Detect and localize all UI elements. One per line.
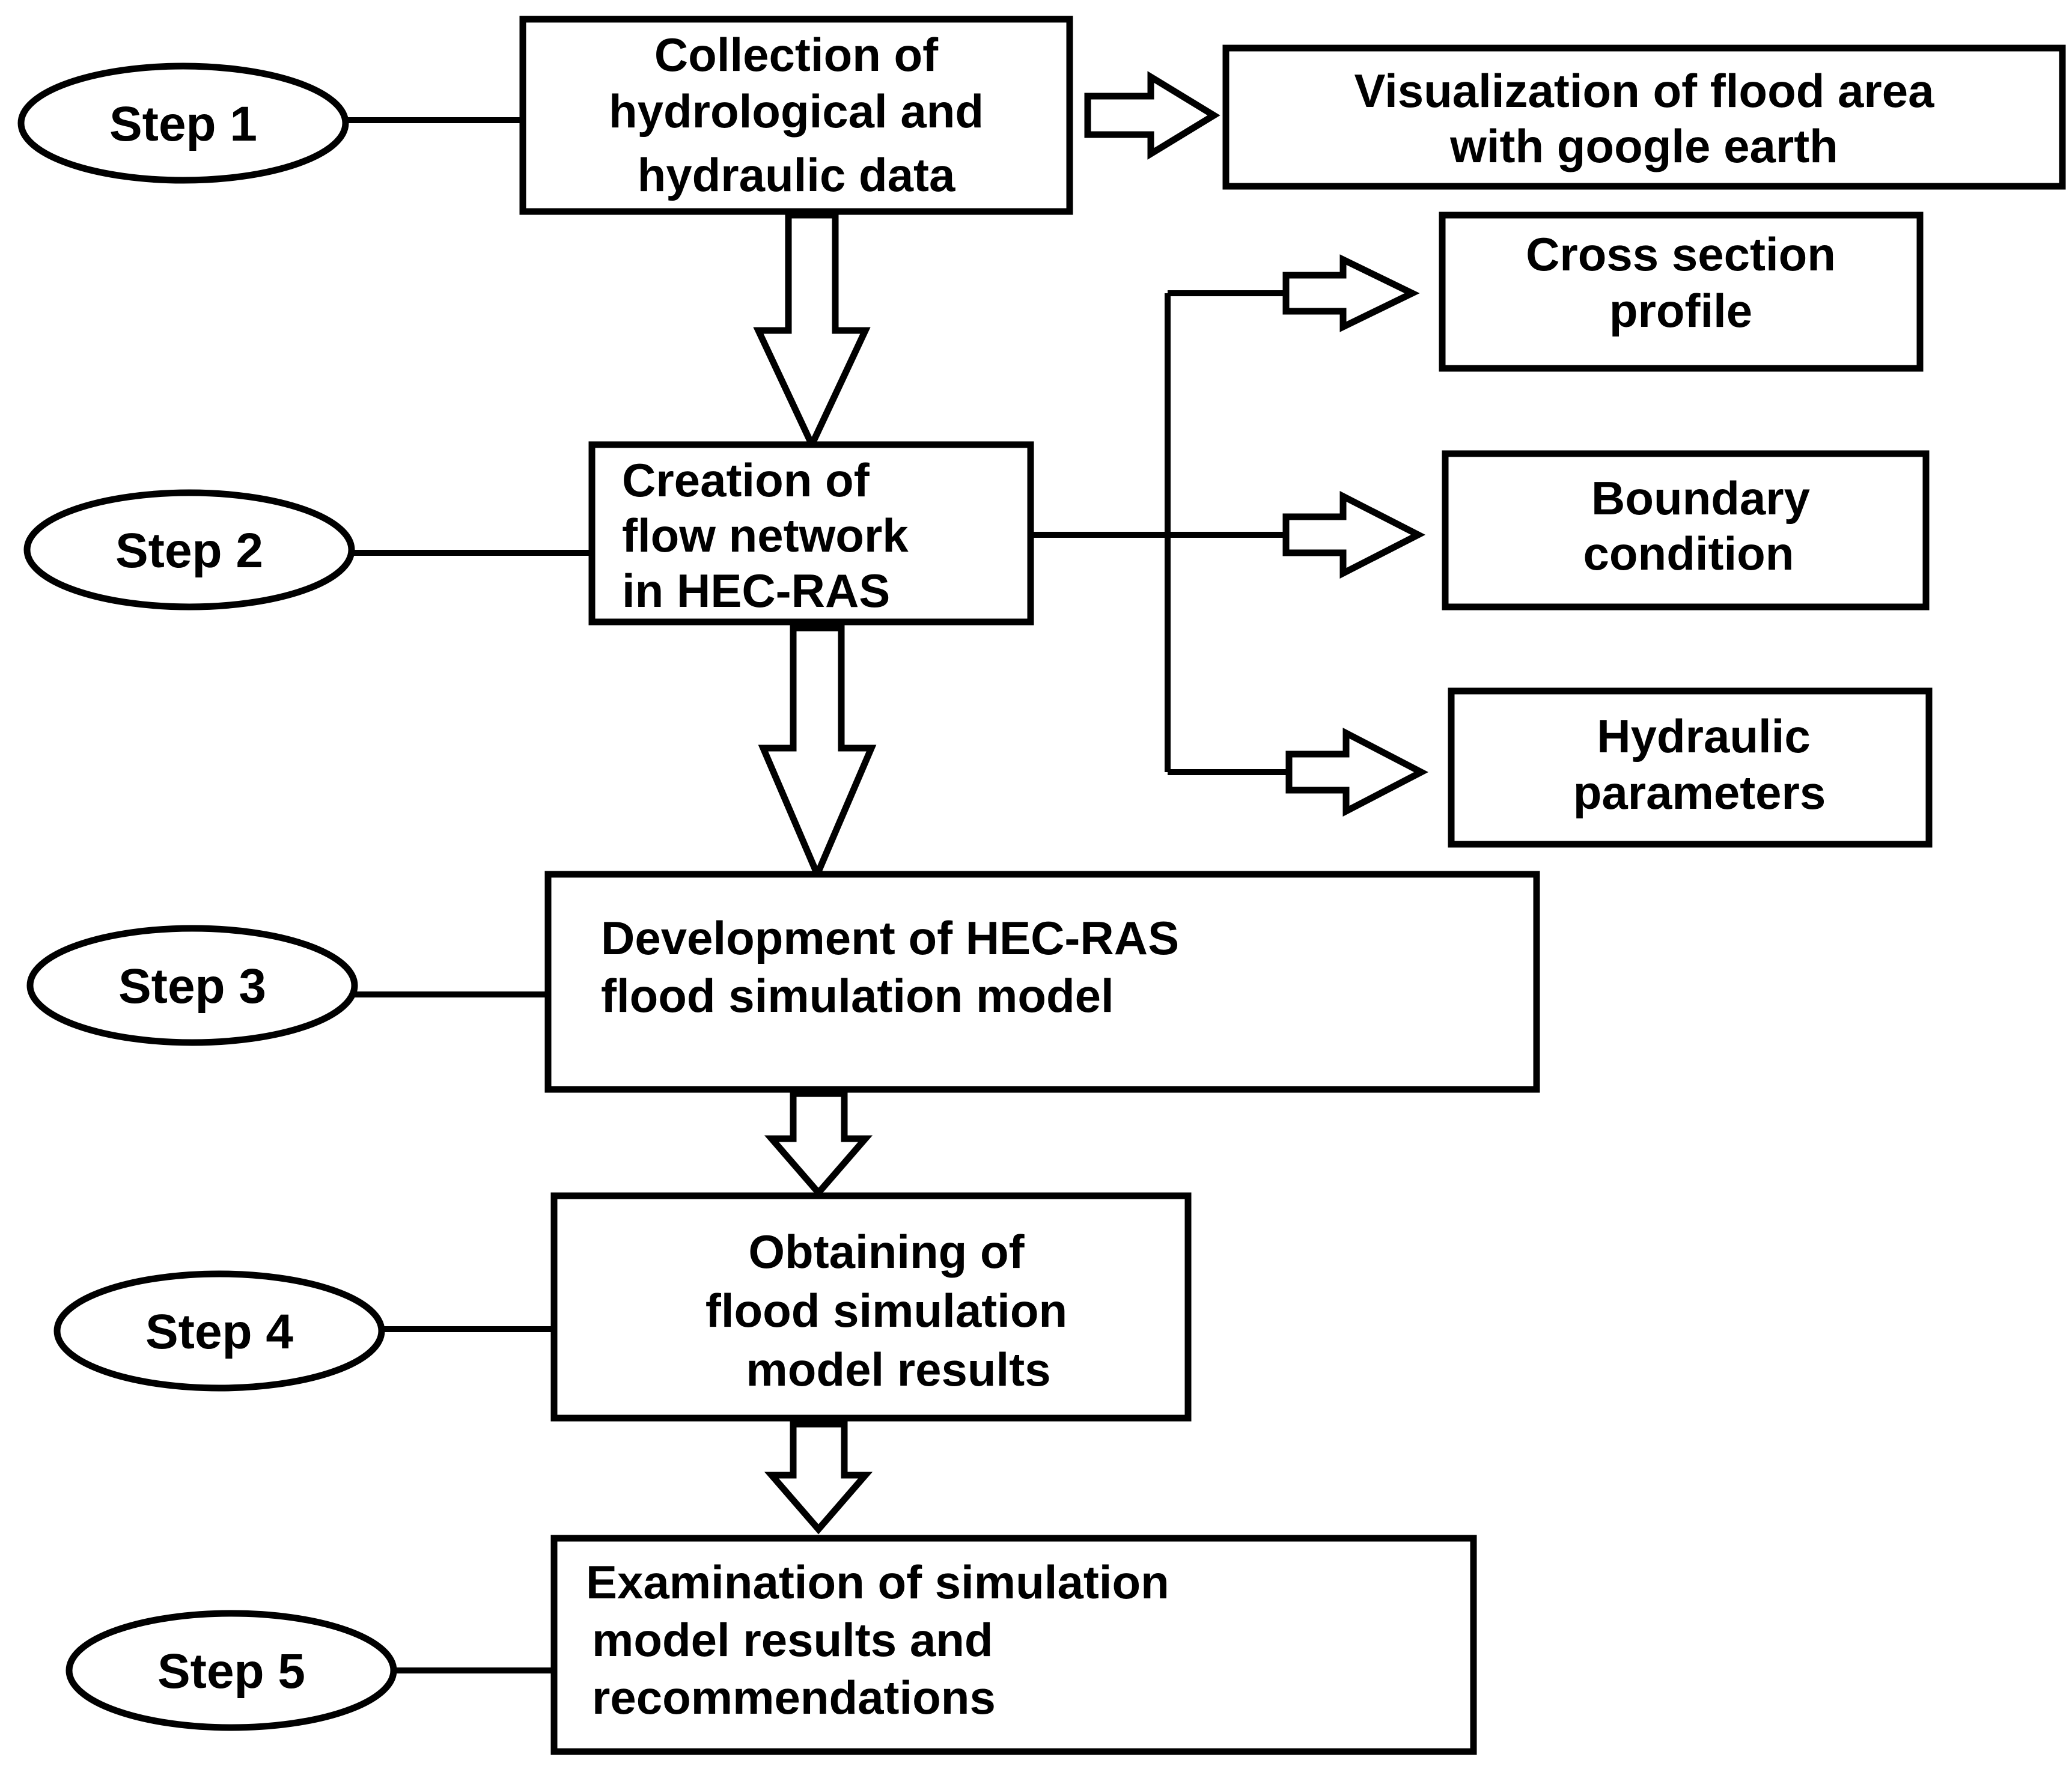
oval-step-5 — [66, 1610, 397, 1731]
step-1-label: Step 1 — [109, 97, 257, 151]
examination-line-1: Examination of simulation — [586, 1556, 1169, 1609]
examination-line-2: model results and — [592, 1613, 993, 1666]
collection-line-2: hydrological and — [609, 85, 984, 138]
arrow-down-step3-to-step4 — [764, 1090, 873, 1198]
step-5-label: Step 5 — [157, 1644, 305, 1699]
box-creation — [588, 441, 1034, 626]
creation-line-1: Creation of — [622, 454, 870, 507]
box-cross-section — [1439, 212, 1924, 372]
visualization-line-2: with google earth — [1449, 120, 1838, 172]
collection-line-1: Collection of — [654, 28, 939, 81]
step-labels: Step 1 Step 2 Step 3 Step 4 Step 5 — [109, 97, 305, 1699]
box-collection — [519, 16, 1073, 215]
arrow-right-cross-section — [1282, 254, 1420, 332]
step-ovals — [17, 62, 397, 1731]
arrow-down-step1-to-step2 — [753, 212, 871, 452]
oval-step-1 — [17, 62, 349, 184]
boundary-line-1: Boundary — [1591, 472, 1810, 525]
oval-step-4 — [53, 1270, 385, 1392]
box-obtaining — [550, 1192, 1192, 1422]
arrow-right-boundary — [1282, 491, 1426, 579]
box-hydraulic-params — [1448, 687, 1933, 848]
arrows — [753, 71, 1428, 1535]
boundary-line-2: condition — [1583, 527, 1794, 580]
oval-step-2 — [23, 489, 355, 610]
arrow-right-hydraulic — [1285, 727, 1428, 817]
box-examination — [550, 1535, 1477, 1755]
arrow-right-visualization — [1084, 71, 1220, 160]
creation-line-2: flow network — [622, 509, 909, 562]
obtaining-line-3: model results — [746, 1343, 1050, 1396]
obtaining-line-2: flood simulation — [705, 1284, 1067, 1337]
creation-line-3: in HEC-RAS — [622, 564, 890, 617]
hydraulic-params-line-1: Hydraulic — [1597, 710, 1810, 763]
boxes — [519, 16, 2066, 1755]
collection-line-3: hydraulic data — [638, 148, 955, 201]
arrow-down-step4-to-step5 — [764, 1420, 873, 1535]
box-labels: Collection of hydrological and hydraulic… — [586, 28, 1934, 1724]
step-4-label: Step 4 — [145, 1305, 293, 1359]
development-line-2: flood simulation model — [601, 969, 1114, 1022]
visualization-line-1: Visualization of flood area — [1354, 64, 1934, 117]
development-line-1: Development of HEC-RAS — [601, 912, 1179, 964]
step-2-label: Step 2 — [115, 523, 263, 578]
box-boundary — [1442, 450, 1930, 610]
step-3-label: Step 3 — [118, 959, 266, 1014]
cross-section-line-2: profile — [1609, 284, 1752, 337]
step-connectors — [346, 117, 592, 1673]
examination-line-3: recommendations — [592, 1671, 996, 1724]
box-development — [544, 871, 1540, 1093]
box-visualization — [1222, 44, 2066, 190]
hydraulic-params-line-2: parameters — [1573, 766, 1826, 819]
arrow-down-step2-to-step3 — [758, 624, 877, 883]
cross-section-line-1: Cross section — [1526, 228, 1836, 281]
obtaining-line-1: Obtaining of — [748, 1225, 1025, 1278]
oval-step-3 — [26, 925, 358, 1046]
branch-lines — [1031, 290, 1289, 775]
